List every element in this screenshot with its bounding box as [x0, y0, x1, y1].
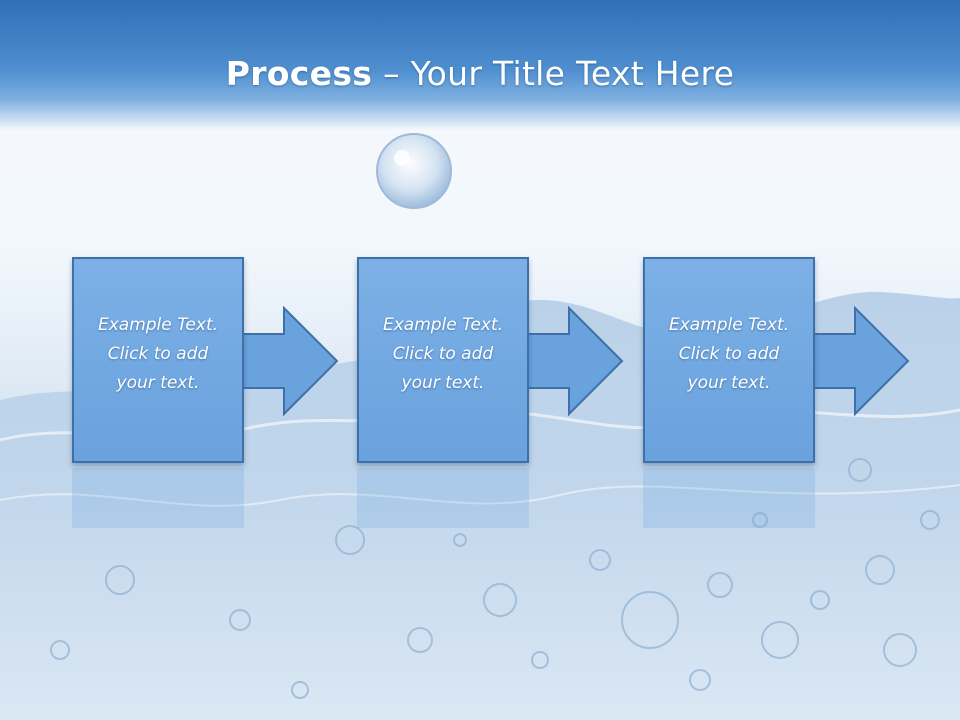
water-drop	[376, 133, 452, 209]
step-2-text[interactable]: Example Text. Click to add your text.	[382, 315, 504, 393]
step-3-text[interactable]: Example Text. Click to add your text.	[668, 315, 790, 393]
arrow-3	[811, 306, 910, 416]
process-step-1[interactable]: Example Text. Click to add your text.	[72, 257, 244, 463]
arrow-1	[240, 306, 339, 416]
slide-title[interactable]: Process – Your Title Text Here	[0, 52, 960, 96]
title-bold: Process	[225, 54, 373, 93]
title-rest: – Your Title Text Here	[372, 54, 735, 93]
bubbles	[50, 458, 940, 699]
title-bar: Process – Your Title Text Here	[0, 0, 960, 130]
process-step-2[interactable]: Example Text. Click to add your text.	[357, 257, 529, 463]
box-reflections	[72, 468, 815, 528]
arrow-2	[525, 306, 624, 416]
step-1-text[interactable]: Example Text. Click to add your text.	[97, 315, 219, 393]
process-step-3[interactable]: Example Text. Click to add your text.	[643, 257, 815, 463]
